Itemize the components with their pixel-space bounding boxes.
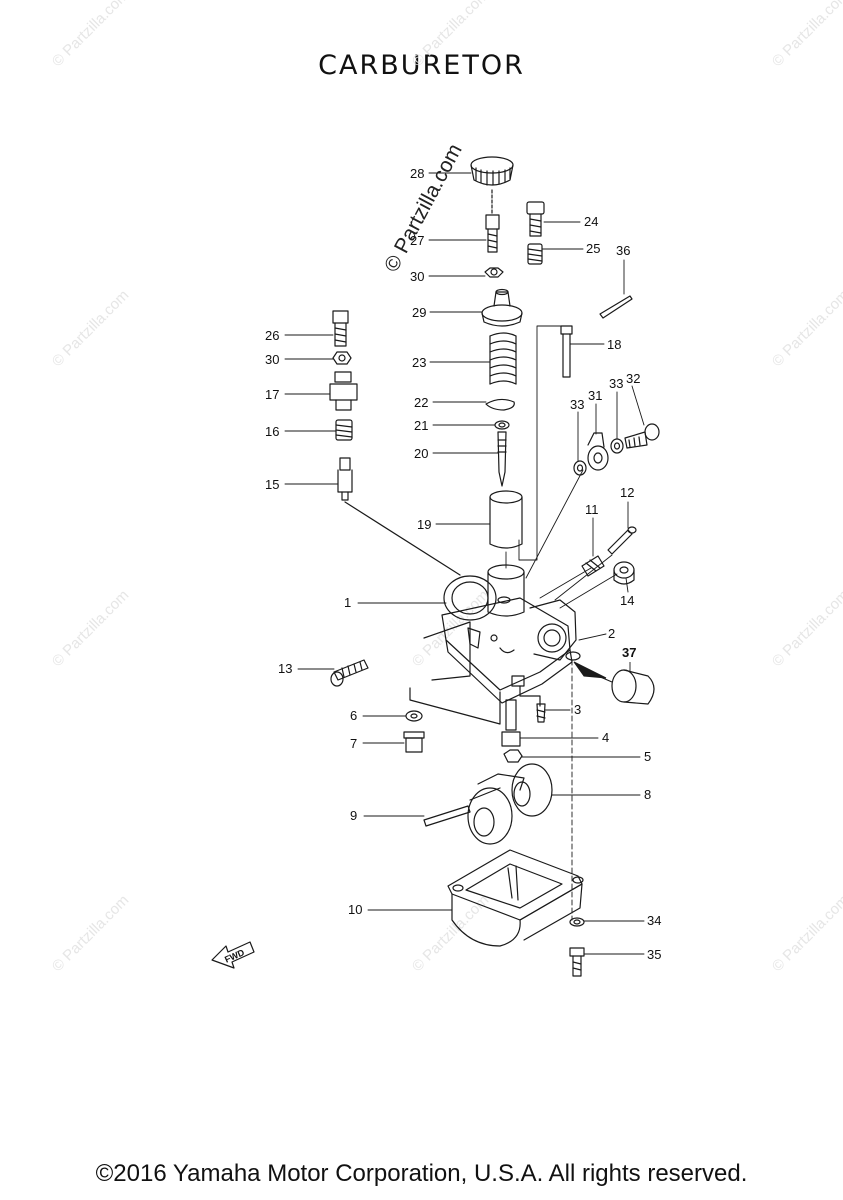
part-3-pilot-jet [536, 703, 546, 723]
part-32-banjo-bolt [624, 423, 660, 449]
part-22-clip [485, 398, 515, 411]
callout-15: 15 [265, 477, 279, 492]
callout-1: 1 [344, 595, 351, 610]
callout-13: 13 [278, 661, 292, 676]
callout-33b: 33 [609, 376, 623, 391]
callout-27: 27 [410, 233, 424, 248]
part-21-washer [494, 420, 510, 430]
callout-37: 37 [622, 645, 636, 660]
callout-9: 9 [350, 808, 357, 823]
callout-33a: 33 [570, 397, 584, 412]
callout-21: 21 [414, 418, 428, 433]
callout-29: 29 [412, 305, 426, 320]
part-12-screw [607, 526, 637, 555]
callout-36: 36 [616, 243, 630, 258]
callout-5: 5 [644, 749, 651, 764]
callout-30b: 30 [265, 352, 279, 367]
part-24-screw [526, 201, 545, 237]
callout-25: 25 [586, 241, 600, 256]
part-34-washer [569, 917, 585, 927]
callout-7: 7 [350, 736, 357, 751]
callout-35: 35 [647, 947, 661, 962]
callout-8: 8 [644, 787, 651, 802]
part-33-washer-right [610, 438, 624, 454]
part-2-o-ring [565, 651, 581, 661]
part-13-screw [330, 659, 369, 687]
part-17-starter-body [329, 371, 358, 411]
part-30-nut-upper [484, 267, 504, 278]
part-30-nut [332, 351, 352, 365]
callout-10: 10 [348, 902, 362, 917]
callout-22: 22 [414, 395, 428, 410]
callout-24: 24 [584, 214, 598, 229]
part-1-carburetor-body [441, 564, 577, 704]
page-title: CARBURETOR [318, 50, 525, 81]
callout-4: 4 [602, 730, 609, 745]
part-35-screw [569, 947, 585, 977]
part-7-plug [403, 731, 425, 753]
callout-20: 20 [414, 446, 428, 461]
callout-26: 26 [265, 328, 279, 343]
part-14-cap [613, 561, 635, 585]
part-4-needle-jet [501, 699, 521, 747]
callout-17: 17 [265, 387, 279, 402]
callout-2: 2 [608, 626, 615, 641]
part-16-spring [335, 419, 353, 441]
part-36-pin [599, 295, 633, 319]
copyright-notice: ©2016 Yamaha Motor Corporation, U.S.A. A… [95, 1160, 748, 1187]
callout-11: 11 [585, 502, 599, 517]
part-33-washer-left [573, 460, 587, 476]
callout-31: 31 [588, 388, 602, 403]
part-27-adjuster [485, 214, 500, 253]
part-28-cap-ring [470, 156, 514, 186]
part-25-spring [527, 243, 543, 265]
part-19-throttle-valve [489, 490, 523, 549]
callout-16: 16 [265, 424, 279, 439]
callout-23: 23 [412, 355, 426, 370]
callout-18: 18 [607, 337, 621, 352]
fwd-label: FWD [223, 947, 246, 965]
callout-14: 14 [620, 593, 634, 608]
callout-12: 12 [620, 485, 634, 500]
callout-34: 34 [647, 913, 661, 928]
part-37-collar [611, 669, 655, 705]
callout-28: 28 [410, 166, 424, 181]
fwd-arrow-icon [211, 941, 255, 969]
callout-30: 30 [410, 269, 424, 284]
part-8-float [467, 763, 553, 845]
callout-19: 19 [417, 517, 431, 532]
part-20-jet-needle [497, 431, 507, 487]
part-10-float-bowl [447, 849, 584, 947]
callout-32: 32 [626, 371, 640, 386]
part-11-spring [581, 555, 605, 577]
callout-6: 6 [350, 708, 357, 723]
part-9-float-pin [423, 805, 471, 827]
part-18-rod [560, 325, 573, 378]
part-31-banjo [587, 432, 609, 471]
callout-3: 3 [574, 702, 581, 717]
part-23-throttle-spring [489, 332, 517, 385]
part-29-chamber-top [481, 288, 523, 327]
part-5-main-jet [503, 749, 523, 763]
part-26-plug [332, 310, 349, 347]
part-15-starter-plunger [337, 457, 353, 501]
part-6-washer [405, 710, 423, 722]
